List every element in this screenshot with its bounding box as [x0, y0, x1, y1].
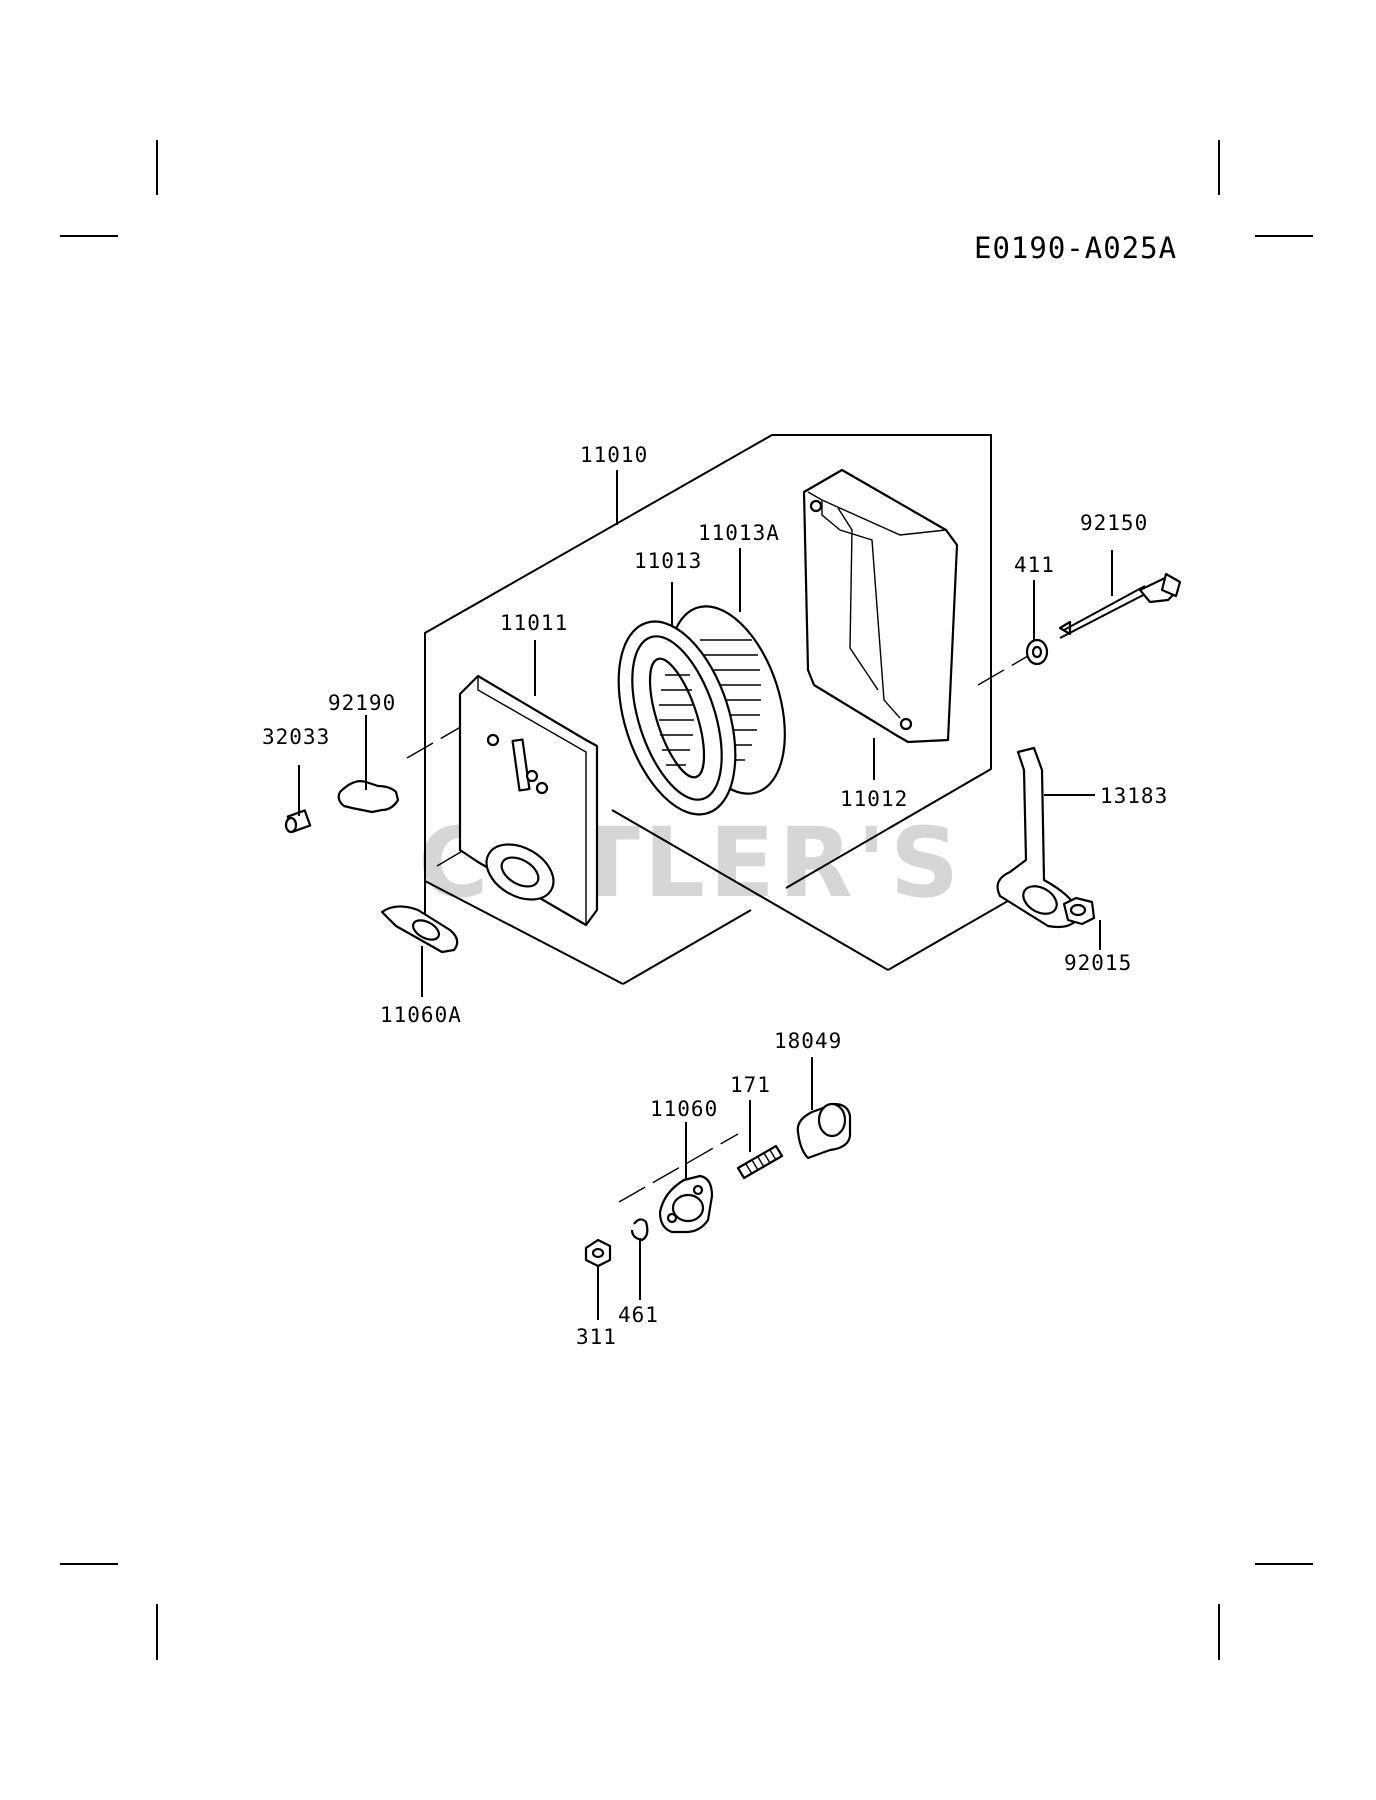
wing-bolt	[1058, 572, 1182, 639]
label-18049: 18049	[774, 1029, 842, 1053]
gasket-11060	[658, 1174, 714, 1234]
label-11010: 11010	[580, 443, 648, 467]
diagram-code: E0190-A025A	[974, 231, 1177, 265]
filter-element-pair	[617, 605, 786, 816]
lock-washer-461	[630, 1218, 649, 1242]
label-11012: 11012	[840, 787, 908, 811]
label-11060A: 11060A	[380, 1003, 462, 1027]
label-92190: 92190	[328, 691, 396, 715]
nut-92015	[1062, 896, 1096, 926]
label-461: 461	[618, 1303, 659, 1327]
air-cleaner-cover	[802, 468, 959, 744]
label-32033: 32033	[262, 725, 330, 749]
filter-center-pleats	[659, 674, 694, 766]
gasket-11060A	[380, 905, 459, 954]
leader-lines	[298, 470, 1113, 1320]
collar-18049	[796, 1102, 852, 1160]
label-11011: 11011	[500, 611, 568, 635]
part-labels: 11010 11011 11012 11013 11013A 92150 411…	[262, 443, 1168, 1349]
label-92015: 92015	[1064, 951, 1132, 975]
label-92150: 92150	[1080, 511, 1148, 535]
crop-marks	[60, 140, 1313, 1660]
assembly-bracket	[424, 434, 1021, 985]
stud-171	[736, 1144, 784, 1180]
pipe-32033	[284, 809, 312, 834]
breather-hose	[337, 780, 400, 814]
label-11060: 11060	[650, 1097, 718, 1121]
label-411: 411	[1014, 553, 1055, 577]
washer-411	[1025, 638, 1049, 666]
air-cleaner-base	[458, 674, 599, 927]
label-311: 311	[576, 1325, 617, 1349]
label-13183: 13183	[1100, 784, 1168, 808]
label-11013A: 11013A	[698, 521, 780, 545]
label-11013: 11013	[634, 549, 702, 573]
nut-311	[584, 1238, 612, 1268]
label-171: 171	[730, 1073, 771, 1097]
bracket-13183	[996, 746, 1080, 929]
